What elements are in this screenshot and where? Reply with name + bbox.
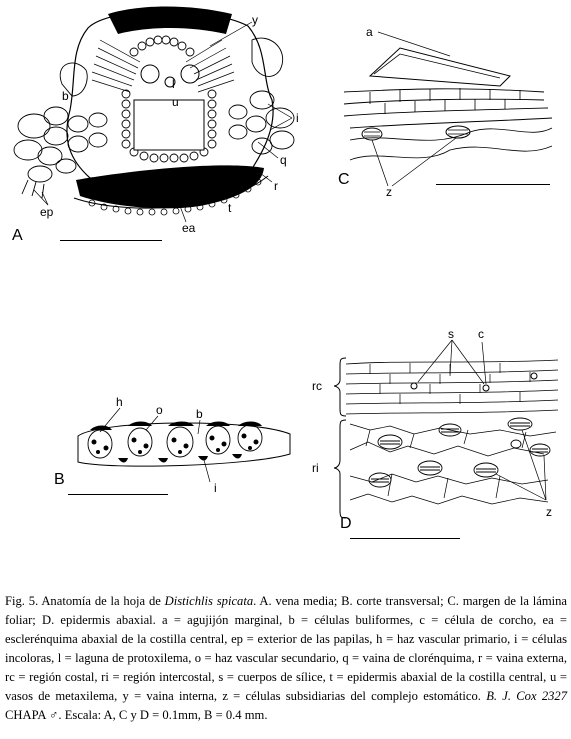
- panel-letter-b: B: [54, 471, 65, 488]
- label-a-b: b: [62, 89, 69, 103]
- label-a-ep: ep: [40, 205, 54, 219]
- label-a-u: u: [172, 95, 179, 109]
- label-d-rc: rc: [312, 379, 322, 393]
- panel-letter-d: D: [340, 515, 352, 532]
- panel-b: h o b i B: [0, 390, 320, 510]
- label-a-l: l: [172, 77, 175, 91]
- caption-fig: Fig. 5. Anatomía de la hoja de: [5, 594, 165, 608]
- scale-bar-d: [350, 538, 460, 539]
- label-a-t: t: [228, 201, 232, 215]
- panel-b-drawing: [77, 407, 291, 483]
- label-d-z: z: [546, 505, 552, 519]
- panel-letter-c: C: [338, 171, 350, 188]
- panel-d-drawing: [333, 339, 559, 519]
- label-a-r: r: [274, 179, 278, 193]
- label-d-c: c: [478, 327, 484, 341]
- panel-letter-a: A: [12, 227, 23, 244]
- caption-tail: CHAPA ♂. Escala: A, C y D = 0.1mm, B = 0…: [5, 708, 268, 722]
- caption-body: . A. vena media; B. corte transversal; C…: [5, 594, 567, 703]
- panel-a-drawing: [13, 6, 295, 223]
- panel-c-drawing: [343, 31, 553, 187]
- label-b-o: o: [156, 403, 163, 417]
- figure-caption: Fig. 5. Anatomía de la hoja de Distichli…: [5, 592, 567, 725]
- label-c-a: a: [366, 25, 373, 39]
- panel-c: a z C: [330, 0, 571, 210]
- label-a-i: i: [296, 111, 299, 125]
- label-b-b: b: [196, 407, 203, 421]
- label-b-h: h: [116, 395, 123, 409]
- scale-bar-c: [436, 184, 550, 185]
- panel-a: y b l u i q r t ea ep A: [0, 0, 320, 260]
- caption-species: Distichlis spicata: [164, 594, 254, 608]
- panel-d: s c rc ri z D: [300, 320, 571, 550]
- scale-bar-a: [60, 240, 162, 241]
- label-a-ea: ea: [182, 221, 196, 235]
- label-d-s: s: [448, 327, 454, 341]
- label-d-ri: ri: [312, 461, 319, 475]
- scale-bar-b: [68, 494, 168, 495]
- label-a-q: q: [280, 153, 287, 167]
- label-c-z: z: [386, 185, 392, 199]
- label-a-y: y: [252, 13, 258, 27]
- label-b-i: i: [214, 481, 217, 495]
- caption-collector: B. J. Cox 2327: [486, 689, 568, 703]
